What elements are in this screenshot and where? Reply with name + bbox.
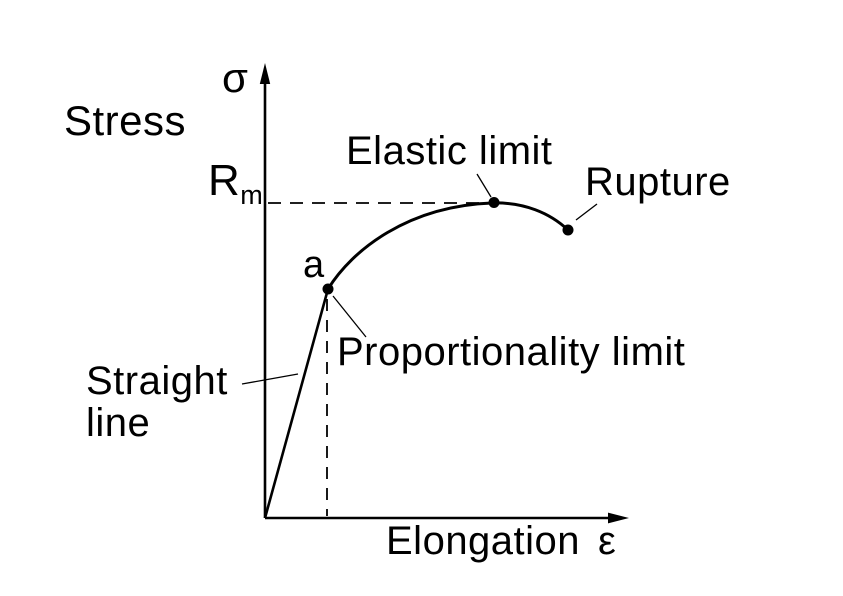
straight-line-label-line2: line [86,401,151,445]
y-axis-symbol: σ [222,54,249,101]
x-axis-symbol: ε [598,519,617,563]
straight-line-label-line1: Straight [86,359,228,403]
rupture-point [562,224,574,236]
y-tick-rm-subscript: m [240,180,263,210]
y-axis-arrowhead-icon [259,63,271,84]
elastic-limit-leader-line [476,173,492,198]
y-axis-title: Stress [64,97,187,144]
elastic-limit-point [488,197,500,208]
straight-line-leader-line [241,373,299,385]
proportionality-limit-label: Proportionality limit [337,330,686,374]
proportionality-limit-leader-line [332,295,367,338]
y-tick-rm-base: R [208,156,241,205]
x-axis-arrowhead-icon [608,512,629,524]
rupture-leader-line [575,203,598,221]
proportionality-limit-point [322,283,334,295]
straight-line-segment [263,288,330,519]
rupture-label: Rupture [585,160,731,204]
elastic-limit-label: Elastic limit [346,129,553,173]
point-a-label: a [303,244,325,286]
stress-strain-curve [326,201,570,291]
x-axis-title-text: Elongation [386,519,581,563]
x-axis-title: Elongation ε [386,520,616,562]
y-tick-rm: Rm [208,156,263,210]
straight-line-label: Straight line [86,360,228,444]
